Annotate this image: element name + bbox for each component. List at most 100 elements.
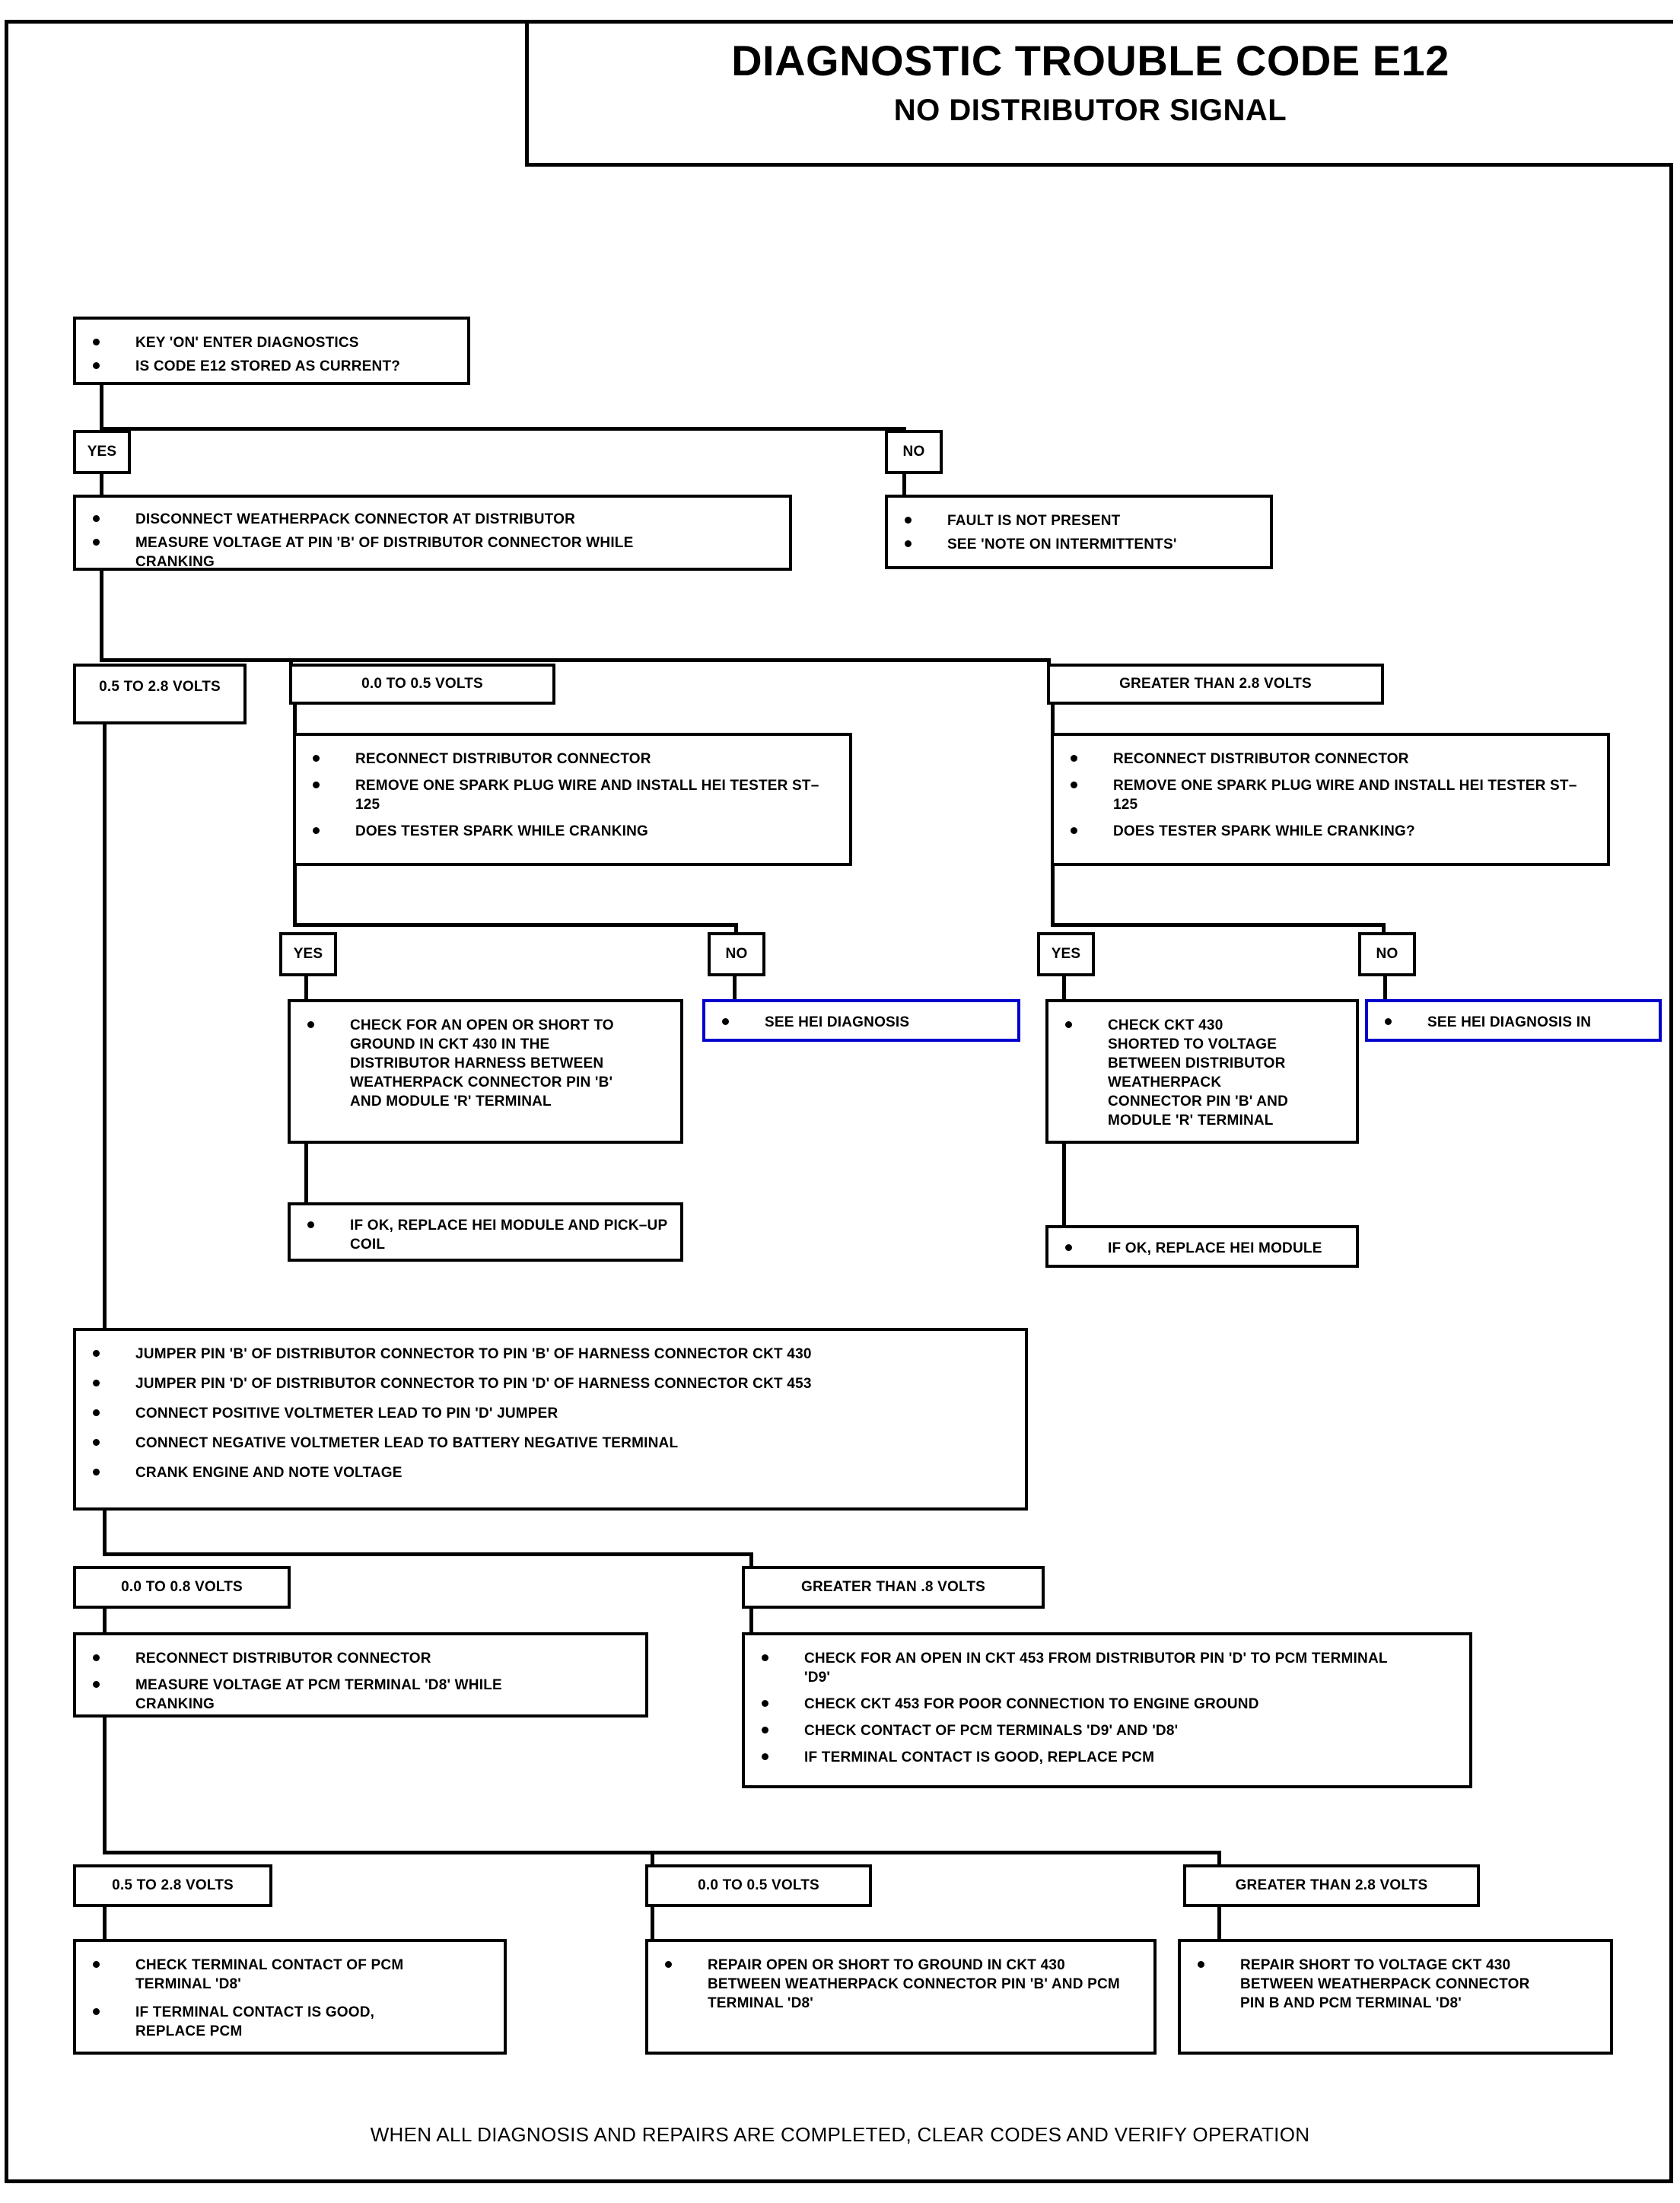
bullet-dot bbox=[905, 540, 912, 548]
right-yes-action-box: CHECK CKT 430 SHORTED TO VOLTAGE BETWEEN… bbox=[1045, 999, 1359, 1144]
bullet-dot bbox=[93, 1409, 100, 1417]
bullet-dot bbox=[93, 339, 100, 345]
branch-tag-label: NO bbox=[725, 946, 748, 962]
list-item: CHECK FOR AN OPEN OR SHORT TO GROUND IN … bbox=[307, 1016, 616, 1111]
bullet-list: DISCONNECT WEATHERPACK CONNECTOR AT DIST… bbox=[93, 510, 778, 571]
bullet-list: RECONNECT DISTRIBUTOR CONNECTOR MEASURE … bbox=[93, 1649, 635, 1714]
list-item-label: KEY 'ON' ENTER DIAGNOSTICS bbox=[135, 335, 359, 351]
bullet-list: JUMPER PIN 'B' OF DISTRIBUTOR CONNECTOR … bbox=[93, 1345, 1014, 1482]
connector-line bbox=[100, 474, 103, 497]
bullet-dot bbox=[93, 539, 100, 546]
list-item: CHECK FOR AN OPEN IN CKT 453 FROM DISTRI… bbox=[762, 1649, 1405, 1687]
bullet-list: RECONNECT DISTRIBUTOR CONNECTOR REMOVE O… bbox=[1071, 750, 1596, 841]
bullet-dot bbox=[1071, 827, 1077, 835]
list-item: IS CODE E12 STORED AS CURRENT? bbox=[93, 357, 458, 376]
step-no-box: FAULT IS NOT PRESENT SEE 'NOTE ON INTERM… bbox=[885, 495, 1273, 569]
voltage-tag-label: GREATER THAN .8 VOLTS bbox=[800, 1579, 986, 1595]
mid-followup-box: IF OK, REPLACE HEI MODULE AND PICK–UP CO… bbox=[288, 1202, 683, 1262]
list-item-label: CHECK FOR AN OPEN OR SHORT TO GROUND IN … bbox=[350, 1017, 614, 1110]
list-item: IF TERMINAL CONTACT IS GOOD, REPLACE PCM bbox=[762, 1748, 1459, 1767]
list-item: JUMPER PIN 'B' OF DISTRIBUTOR CONNECTOR … bbox=[93, 1345, 1014, 1364]
list-item: CHECK CKT 430 SHORTED TO VOLTAGE BETWEEN… bbox=[1065, 1016, 1298, 1130]
list-item: RECONNECT DISTRIBUTOR CONNECTOR bbox=[93, 1649, 635, 1668]
branch-tag-label: NO bbox=[1376, 946, 1398, 962]
list-item: RECONNECT DISTRIBUTOR CONNECTOR bbox=[313, 750, 838, 769]
mid-yes-action-box: CHECK FOR AN OPEN OR SHORT TO GROUND IN … bbox=[288, 999, 683, 1144]
connector-line bbox=[1051, 866, 1055, 927]
voltage-tag-label: 0.5 TO 2.8 VOLTS bbox=[99, 679, 221, 695]
right-no-hei-diagnosis-box[interactable]: SEE HEI DIAGNOSIS IN bbox=[1365, 999, 1662, 1042]
bullet-list: CHECK FOR AN OPEN IN CKT 453 FROM DISTRI… bbox=[762, 1649, 1459, 1767]
list-item-label: DISCONNECT WEATHERPACK CONNECTOR AT DIST… bbox=[135, 511, 575, 527]
list-item-label: RECONNECT DISTRIBUTOR CONNECTOR bbox=[355, 751, 651, 767]
bullet-dot bbox=[762, 1700, 768, 1708]
list-item: SEE HEI DIAGNOSIS bbox=[722, 1013, 1010, 1032]
bullet-list: SEE HEI DIAGNOSIS bbox=[722, 1013, 1010, 1032]
bullet-dot bbox=[313, 827, 320, 835]
list-item: DISCONNECT WEATHERPACK CONNECTOR AT DIST… bbox=[93, 510, 778, 529]
connector-line bbox=[734, 923, 738, 934]
bullet-list: CHECK TERMINAL CONTACT OF PCM TERMINAL '… bbox=[93, 1956, 493, 2041]
step-mid-tester-box: RECONNECT DISTRIBUTOR CONNECTOR REMOVE O… bbox=[293, 733, 852, 866]
mid-no-hei-diagnosis-box[interactable]: SEE HEI DIAGNOSIS bbox=[702, 999, 1020, 1042]
connector-line bbox=[1051, 705, 1055, 737]
list-item-label: CHECK CKT 453 FOR POOR CONNECTION TO ENG… bbox=[804, 1696, 1259, 1713]
connector-line bbox=[1062, 976, 1066, 999]
mid-branch-tag-no: NO bbox=[708, 932, 765, 976]
list-item: FAULT IS NOT PRESENT bbox=[905, 511, 1261, 530]
bullet-dot bbox=[762, 1727, 768, 1734]
voltage-tag-label: 0.0 TO 0.8 VOLTS bbox=[121, 1579, 243, 1595]
list-item-label: JUMPER PIN 'D' OF DISTRIBUTOR CONNECTOR … bbox=[135, 1376, 812, 1393]
bullet-list: REPAIR SHORT TO VOLTAGE CKT 430 BETWEEN … bbox=[1198, 1956, 1599, 2013]
bullet-list: IF OK, REPLACE HEI MODULE bbox=[1065, 1239, 1348, 1258]
connector-line bbox=[293, 705, 297, 737]
connector-line bbox=[103, 1552, 753, 1556]
connector-line bbox=[103, 1609, 107, 1636]
connector-line bbox=[1382, 923, 1386, 934]
list-item-label: JUMPER PIN 'B' OF DISTRIBUTOR CONNECTOR … bbox=[135, 1346, 812, 1362]
list-item-label: IF OK, REPLACE HEI MODULE bbox=[1108, 1240, 1322, 1256]
bullet-dot bbox=[722, 1018, 729, 1025]
voltage-tag-label: 0.0 TO 0.5 VOLTS bbox=[361, 676, 483, 692]
list-item: CHECK TERMINAL CONTACT OF PCM TERMINAL '… bbox=[93, 1956, 432, 1994]
bullet-dot bbox=[307, 1221, 314, 1228]
connector-line bbox=[651, 1851, 654, 1867]
voltage-tag-greater-than-2-8: GREATER THAN 2.8 VOLTS bbox=[1047, 664, 1384, 705]
list-item: REPAIR SHORT TO VOLTAGE CKT 430 BETWEEN … bbox=[1198, 1956, 1545, 2013]
bullet-dot bbox=[93, 2008, 100, 2016]
connector-line bbox=[103, 1851, 1221, 1854]
list-item-label: IF TERMINAL CONTACT IS GOOD, REPLACE PCM bbox=[804, 1749, 1155, 1766]
connector-line bbox=[902, 474, 906, 497]
bullet-list: IF OK, REPLACE HEI MODULE AND PICK–UP CO… bbox=[307, 1216, 670, 1254]
bullet-dot bbox=[93, 1380, 100, 1387]
right-branch-tag-no: NO bbox=[1358, 932, 1416, 976]
list-item-label: SEE HEI DIAGNOSIS bbox=[765, 1014, 910, 1030]
list-item-label: RECONNECT DISTRIBUTOR CONNECTOR bbox=[135, 1651, 431, 1667]
list-item-label: REPAIR OPEN OR SHORT TO GROUND IN CKT 43… bbox=[708, 1957, 1120, 2012]
list-item-label: SEE HEI DIAGNOSIS IN bbox=[1427, 1014, 1592, 1030]
connector-line bbox=[103, 1718, 107, 1854]
page-border-bottom bbox=[5, 2179, 1673, 2183]
list-item: IF OK, REPLACE HEI MODULE AND PICK–UP CO… bbox=[307, 1216, 670, 1254]
final-voltage-tag-greater-than-2-8: GREATER THAN 2.8 VOLTS bbox=[1183, 1864, 1480, 1907]
mid-branch-tag-yes: YES bbox=[279, 932, 337, 976]
list-item-label: IS CODE E12 STORED AS CURRENT? bbox=[135, 358, 401, 375]
connector-line bbox=[1062, 1144, 1066, 1227]
list-item-label: REPAIR SHORT TO VOLTAGE CKT 430 BETWEEN … bbox=[1240, 1957, 1530, 2012]
bullet-dot bbox=[93, 1654, 100, 1661]
list-item: IF TERMINAL CONTACT IS GOOD, REPLACE PCM bbox=[93, 2003, 402, 2041]
bullet-dot bbox=[93, 515, 100, 522]
bullet-dot bbox=[905, 517, 912, 524]
final-voltage-tag-0-0-to-0-5: 0.0 TO 0.5 VOLTS bbox=[645, 1864, 872, 1907]
voltage-tag-0-0-to-0-5: 0.0 TO 0.5 VOLTS bbox=[289, 664, 555, 705]
connector-line bbox=[1047, 658, 1051, 667]
connector-line bbox=[293, 923, 738, 927]
branch-tag-label: YES bbox=[1051, 946, 1081, 962]
list-item-label: IF OK, REPLACE HEI MODULE AND PICK–UP CO… bbox=[350, 1218, 667, 1253]
branch2-left-action-box: RECONNECT DISTRIBUTOR CONNECTOR MEASURE … bbox=[73, 1632, 648, 1718]
final-left-action-box: CHECK TERMINAL CONTACT OF PCM TERMINAL '… bbox=[73, 1939, 507, 2055]
branch-tag-label: YES bbox=[293, 946, 323, 962]
bullet-dot bbox=[1065, 1244, 1072, 1251]
list-item-label: REMOVE ONE SPARK PLUG WIRE AND INSTALL H… bbox=[1113, 778, 1577, 813]
